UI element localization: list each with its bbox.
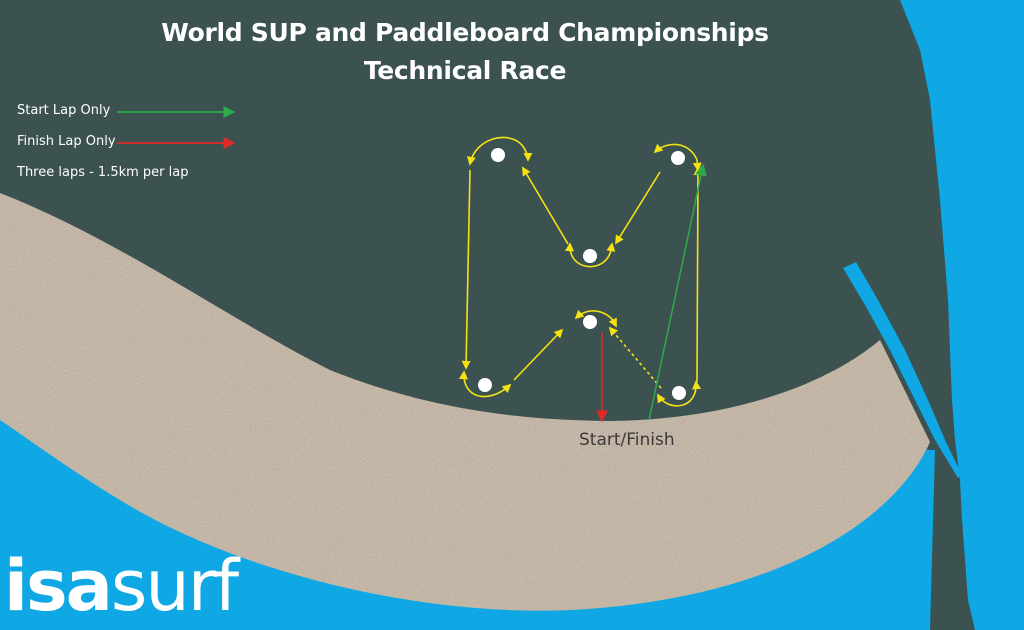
buoy-center: [583, 249, 597, 263]
course-arc-top-left: [466, 136, 533, 166]
course-arc-bottom-left: [458, 370, 512, 398]
logo-isa: isa: [4, 545, 113, 627]
start-lap-line: [648, 163, 707, 421]
buoy-mid: [583, 315, 597, 329]
buoy-top-right: [671, 151, 685, 165]
sand-beach: [0, 193, 930, 611]
breakwater: [843, 262, 962, 478]
map-subtitle: Technical Race: [363, 56, 567, 85]
course-arc-top-right: [653, 143, 702, 172]
course-arc-bottom-right: [657, 380, 701, 407]
buoy-bottom-right: [672, 386, 686, 400]
legend-finish-lap-label: Finish Lap Only: [17, 134, 116, 149]
course-arc-mid-top: [574, 309, 617, 328]
course-leg-up-right: [693, 166, 703, 383]
course-leg-bottom-left-to-mid: [513, 328, 564, 381]
course-leg-dotted: [608, 326, 662, 389]
map-title: World SUP and Paddleboard Championships: [161, 18, 769, 47]
ocean-right: [900, 0, 1024, 630]
logo-surf: surf: [110, 545, 239, 627]
legend-start-lap-label: Start Lap Only: [17, 103, 111, 118]
course-leg-top-right-to-center: [615, 171, 661, 245]
course-leg-down-left: [461, 169, 471, 370]
course-arc-center-dip: [565, 242, 616, 268]
legend-laps-note: Three laps - 1.5km per lap: [17, 165, 189, 180]
course-leg-center-to-top-left: [522, 166, 569, 245]
start-finish-label: Start/Finish: [579, 430, 675, 450]
buoy-bottom-left: [478, 378, 492, 392]
isasurf-logo: isasurf: [4, 545, 239, 627]
buoy-top-left: [491, 148, 505, 162]
